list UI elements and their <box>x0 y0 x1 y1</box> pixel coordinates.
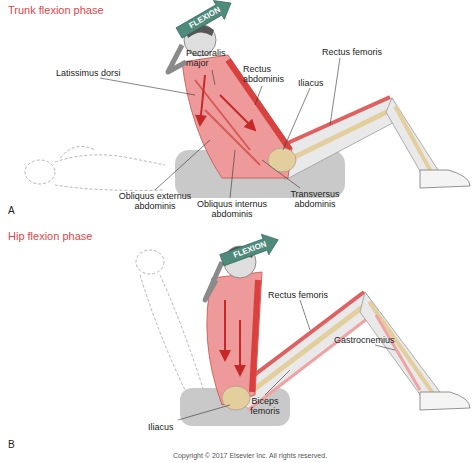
arm <box>168 45 186 72</box>
previous-position-outline <box>136 250 205 400</box>
copyright-note: Copyright © 2017 Elsevier Inc. All right… <box>150 452 350 460</box>
muscle-label: Transversus abdominis <box>278 189 352 209</box>
flexion-arrow <box>218 229 282 270</box>
muscle-label: Iliacus <box>148 422 188 432</box>
muscle-label: Obliquus externus abdominis <box>118 191 192 211</box>
previous-position-outline <box>25 146 165 190</box>
shin <box>386 98 438 178</box>
gastrocnemius-muscle <box>376 315 420 390</box>
muscle-label: Obliquus internus abdominis <box>195 199 269 219</box>
phase-heading: Trunk flexion phase <box>8 4 148 16</box>
rectus-abdominis-muscle <box>252 280 258 392</box>
shoe <box>420 170 470 188</box>
tibia-bone <box>370 303 432 392</box>
leader-lines <box>100 58 340 198</box>
phase-heading: Hip flexion phase <box>8 230 148 242</box>
shin <box>360 292 440 400</box>
panel-letter: B <box>8 440 28 450</box>
trunk-arrow <box>220 95 255 130</box>
shoe <box>420 392 470 410</box>
flexion-arrow <box>174 0 237 43</box>
oblique-fibres <box>195 80 260 165</box>
muscle-label: Rectus femoris <box>268 290 348 300</box>
muscle-label: Rectus femoris <box>322 47 402 57</box>
muscle-label: Iliacus <box>298 78 338 88</box>
rectus-femoris-muscle <box>272 97 390 150</box>
tibia-bone <box>396 108 430 170</box>
muscle-label: Biceps femoris <box>240 396 290 416</box>
muscle-label: Gastrocnemius <box>334 335 414 345</box>
muscle-label: Pectoralis major <box>186 48 238 68</box>
panel-letter: A <box>8 206 28 216</box>
trunk-arrow <box>239 320 241 375</box>
arm <box>205 262 222 300</box>
torso-muscles <box>207 272 262 405</box>
pelvis-bone <box>268 148 296 172</box>
biceps-femoris-muscle <box>248 312 376 410</box>
muscle-label: Rectus abdominis <box>243 64 293 84</box>
muscle-label: Latissimus dorsi <box>56 68 136 78</box>
trunk-arrow <box>224 300 226 360</box>
leader-lines <box>178 300 395 420</box>
latissimus-arrow <box>200 75 205 125</box>
